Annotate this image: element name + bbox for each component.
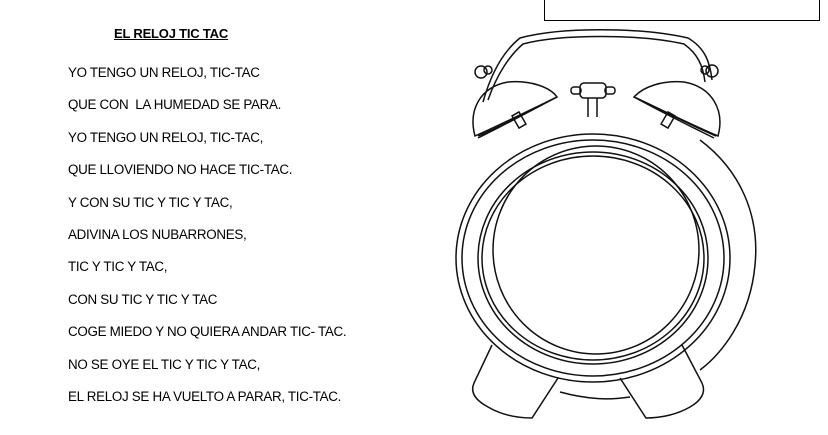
- poem-line: EL RELOJ SE HA VUELTO A PARAR, TIC-TAC.: [68, 388, 342, 404]
- left-foot: [471, 344, 559, 419]
- clock-knob: [579, 82, 607, 99]
- poem-line: ADIVINA LOS NUBARRONES,: [68, 226, 247, 242]
- poem-line: COGE MIEDO Y NO QUIERA ANDAR TIC- TAC.: [68, 324, 347, 340]
- poem-line: Y CON SU TIC Y TIC Y TAC,: [68, 194, 233, 210]
- poem-line: NO SE OYE EL TIC Y TIC Y TAC,: [68, 356, 260, 372]
- poem-line: CON SU TIC Y TIC Y TAC: [68, 291, 218, 307]
- clock-outer-ring: [455, 133, 731, 383]
- clock-handle: [482, 29, 713, 103]
- alarm-clock-illustration: [455, 29, 757, 419]
- left-bell-icon: [472, 80, 559, 138]
- right-foot: [619, 344, 705, 419]
- poem-line: YO TENGO UN RELOJ, TIC-TAC,: [68, 129, 264, 145]
- right-bell-icon: [632, 80, 721, 138]
- poem-line: QUE CON LA HUMEDAD SE PARA.: [68, 97, 282, 113]
- name-box: [544, 0, 820, 21]
- clock-face: [492, 145, 700, 355]
- poem-line: TIC Y TIC Y TAC,: [68, 259, 168, 275]
- poem-title: EL RELOJ TIC TAC: [114, 26, 229, 41]
- poem-line: QUE LLOVIENDO NO HACE TIC-TAC.: [68, 162, 293, 178]
- poem-line: YO TENGO UN RELOJ, TIC-TAC: [68, 65, 260, 80]
- poem-lines: YO TENGO UN RELOJ, TIC-TAC QUE CON LA HU…: [68, 64, 347, 420]
